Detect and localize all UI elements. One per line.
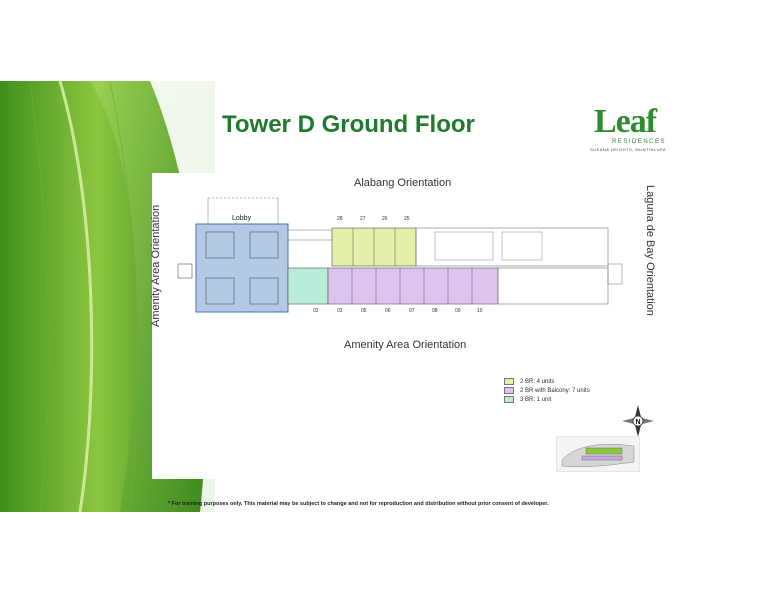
- compass-letter: N: [635, 419, 640, 426]
- legend-label: 2 BR with Balcony: 7 units: [520, 387, 590, 394]
- unit-number-top: 27: [360, 216, 366, 222]
- page-title: Tower D Ground Floor: [222, 111, 475, 138]
- legend-swatch: [504, 387, 514, 394]
- unit-number-bottom: 02: [313, 308, 319, 314]
- unit-number-bottom: 06: [385, 308, 391, 314]
- logo-subtitle: RESIDENCES: [612, 139, 667, 145]
- legend-item: 2 BR with Balcony: 7 units: [504, 386, 590, 395]
- lobby-label: Lobby: [232, 215, 252, 222]
- logo-location: SUSANA HEIGHTS, MUNTINLUPA: [590, 147, 667, 152]
- unit-number-top: 28: [337, 216, 343, 222]
- logo-word: Leaf: [594, 103, 657, 140]
- legend-label: 3 BR: 1 unit: [520, 396, 552, 403]
- unit-number-bottom: 08: [432, 308, 438, 314]
- floor-plan-drawing: [177, 197, 623, 313]
- north-compass-icon: N: [622, 405, 654, 437]
- slide: Tower D Ground Floor Leaf RESIDENCES SUS…: [0, 81, 768, 512]
- legend-label: 2 BR: 4 units: [520, 378, 555, 385]
- unit-number-bottom: 05: [361, 308, 367, 314]
- legend-item: 2 BR: 4 units: [504, 377, 590, 386]
- orientation-bottom: Amenity Area Orientation: [344, 339, 467, 351]
- unit-number-top: 25: [404, 216, 410, 222]
- legend-swatch: [504, 396, 514, 403]
- orientation-top: Alabang Orientation: [354, 177, 452, 189]
- orientation-right: Laguna de Bay Orientation: [644, 185, 656, 316]
- orientation-left: Amenity Area Orientation: [150, 204, 162, 327]
- disclaimer-footer: * For training purposes only. This mater…: [168, 501, 549, 507]
- unit-legend: 2 BR: 4 units 2 BR with Balcony: 7 units…: [504, 377, 590, 404]
- site-key-plan-icon: [556, 436, 640, 472]
- unit-number-bottom: 07: [409, 308, 415, 314]
- unit-number-bottom: 10: [477, 308, 483, 314]
- legend-item: 3 BR: 1 unit: [504, 395, 590, 404]
- unit-number-bottom: 09: [455, 308, 461, 314]
- legend-swatch: [504, 378, 514, 385]
- unit-number-top: 26: [382, 216, 388, 222]
- leaf-residences-logo: Leaf RESIDENCES SUSANA HEIGHTS, MUNTINLU…: [590, 103, 670, 153]
- unit-number-bottom: 03: [337, 308, 343, 314]
